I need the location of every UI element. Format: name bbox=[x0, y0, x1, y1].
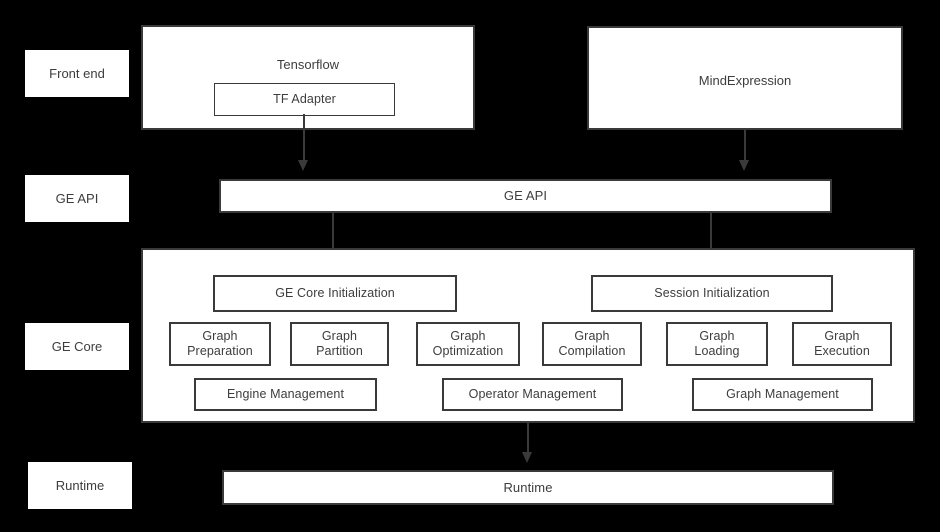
manager-operator-management[interactable]: Operator Management bbox=[442, 378, 623, 411]
runtime-bar-label: Runtime bbox=[503, 479, 553, 495]
ge-api-bar[interactable]: GE API bbox=[219, 179, 832, 213]
module-graph-preparation[interactable]: Graph Preparation bbox=[169, 322, 271, 366]
connector-gecore-to-runtime bbox=[527, 423, 529, 456]
manager-engine-management-label: Engine Management bbox=[226, 387, 345, 402]
arrowhead-mindexpression-to-geapi bbox=[739, 160, 749, 171]
lane-label-ge-core: GE Core bbox=[25, 323, 129, 370]
lane-label-ge-api: GE API bbox=[25, 175, 129, 222]
module-graph-preparation-label: Graph Preparation bbox=[187, 329, 253, 358]
module-graph-loading-label: Graph Loading bbox=[694, 329, 740, 358]
lane-label-ge-core-text: GE Core bbox=[51, 339, 103, 354]
arrowhead-tfadapter-to-geapi bbox=[298, 160, 308, 171]
lane-label-ge-api-text: GE API bbox=[55, 191, 99, 206]
manager-graph-management-label: Graph Management bbox=[726, 387, 839, 402]
connector-geapi-to-gecore-init bbox=[332, 213, 334, 261]
module-graph-partition[interactable]: Graph Partition bbox=[290, 322, 389, 366]
connector-geapi-to-session-init bbox=[710, 213, 712, 261]
lane-label-runtime: Runtime bbox=[28, 462, 132, 509]
ge-core-initialization-box[interactable]: GE Core Initialization bbox=[213, 275, 457, 312]
ge-core-container[interactable]: GE Core Initialization Session Initializ… bbox=[141, 248, 915, 423]
ge-core-initialization-label: GE Core Initialization bbox=[275, 286, 395, 301]
tf-adapter-box[interactable]: TF Adapter bbox=[214, 83, 395, 116]
lane-label-front-end-text: Front end bbox=[49, 66, 105, 81]
runtime-bar[interactable]: Runtime bbox=[222, 470, 834, 505]
manager-engine-management[interactable]: Engine Management bbox=[194, 378, 377, 411]
connector-tfadapter-to-geapi bbox=[303, 114, 305, 164]
mindexpression-container[interactable]: MindExpression bbox=[587, 26, 903, 130]
session-initialization-label: Session Initialization bbox=[654, 286, 770, 301]
session-initialization-box[interactable]: Session Initialization bbox=[591, 275, 833, 312]
module-graph-compilation-label: Graph Compilation bbox=[558, 329, 626, 358]
mindexpression-label: MindExpression bbox=[698, 73, 792, 88]
lane-label-front-end: Front end bbox=[25, 50, 129, 97]
ge-api-bar-label: GE API bbox=[503, 188, 548, 204]
tensorflow-label: Tensorflow bbox=[276, 57, 340, 72]
module-graph-compilation[interactable]: Graph Compilation bbox=[542, 322, 642, 366]
lane-label-runtime-text: Runtime bbox=[55, 478, 105, 493]
module-graph-loading[interactable]: Graph Loading bbox=[666, 322, 768, 366]
manager-operator-management-label: Operator Management bbox=[468, 387, 597, 402]
module-graph-partition-label: Graph Partition bbox=[316, 329, 363, 358]
module-graph-optimization[interactable]: Graph Optimization bbox=[416, 322, 520, 366]
tensorflow-container[interactable]: Tensorflow TF Adapter bbox=[141, 25, 475, 130]
arrowhead-gecore-to-runtime bbox=[522, 452, 532, 463]
module-graph-execution[interactable]: Graph Execution bbox=[792, 322, 892, 366]
module-graph-execution-label: Graph Execution bbox=[814, 329, 870, 358]
connector-mindexpression-to-geapi bbox=[744, 130, 746, 165]
manager-graph-management[interactable]: Graph Management bbox=[692, 378, 873, 411]
tf-adapter-label: TF Adapter bbox=[273, 92, 336, 107]
module-graph-optimization-label: Graph Optimization bbox=[432, 329, 504, 358]
